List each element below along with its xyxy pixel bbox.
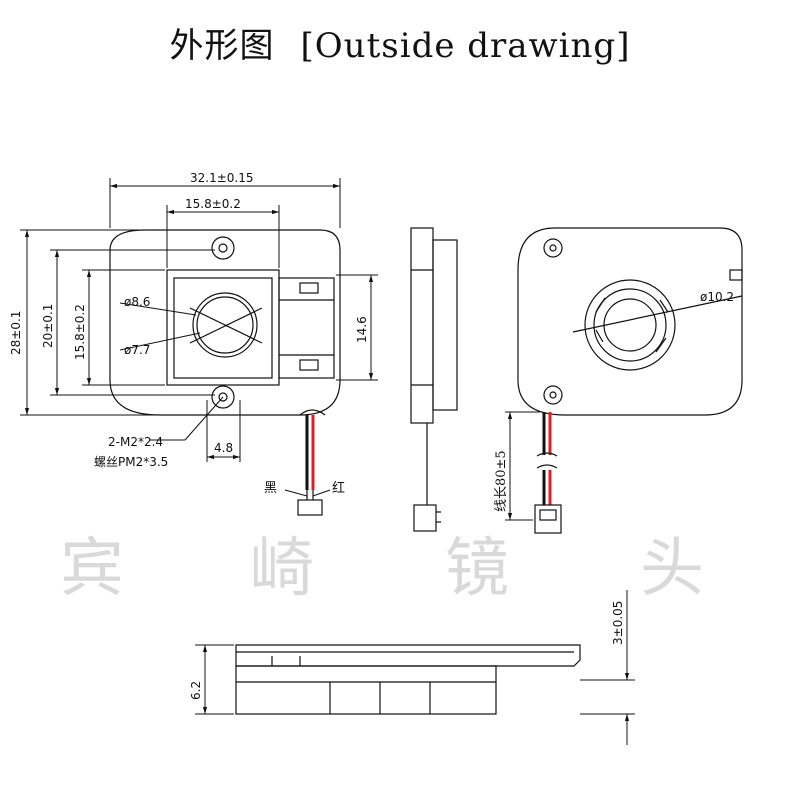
solenoid-slot-bottom	[299, 359, 319, 371]
watermark-char-2: 崎	[250, 532, 314, 606]
side-module	[432, 239, 458, 411]
lens-ring	[192, 292, 258, 358]
watermark-char-3: 镜	[445, 532, 509, 606]
label-red: 红	[332, 480, 345, 496]
back-hole-bottom-inner	[549, 391, 557, 399]
label-lens-dia: ø10.2	[700, 290, 734, 304]
label-width-inner: 15.8±0.2	[185, 197, 241, 211]
back-body-outline	[517, 227, 743, 416]
back-lens-outer	[584, 279, 676, 371]
side-view	[410, 227, 458, 532]
front-dimensions	[20, 178, 378, 462]
label-black: 黑	[264, 481, 277, 496]
back-connector-slot	[539, 509, 557, 521]
leader-lens-dia	[572, 295, 743, 333]
bottom-plate	[235, 644, 581, 667]
leader-black	[284, 489, 308, 497]
solenoid-block	[278, 277, 335, 379]
back-connector	[534, 504, 562, 534]
label-thickness: 6.2	[189, 681, 203, 700]
back-hole-top	[543, 238, 563, 258]
label-height-mid: 20±0.1	[41, 304, 55, 348]
label-screw-1: 2-M2*2.4	[108, 435, 163, 449]
label-screw-2: 螺丝PM2*3.5	[94, 455, 168, 469]
side-body	[410, 227, 434, 424]
label-slot-height: 14.6	[355, 316, 369, 343]
wire-length-dimension	[505, 411, 540, 521]
solenoid-slot-top	[299, 282, 319, 294]
top-ear-circle	[211, 236, 235, 260]
leader-dia-b	[119, 332, 201, 351]
break-mark-2	[536, 464, 558, 469]
label-offset: 4.8	[214, 441, 233, 455]
back-break-marks	[536, 452, 558, 469]
front-connector	[297, 490, 323, 516]
back-lens-inner	[603, 298, 657, 352]
bottom-module	[235, 665, 497, 715]
back-hole-top-inner	[549, 244, 557, 252]
label-height-inner: 15.8±0.2	[73, 304, 87, 360]
back-connector-body	[534, 504, 562, 534]
label-wire-length: 线长80±5	[494, 450, 509, 512]
side-connector	[413, 504, 437, 532]
bottom-ear-circle	[211, 385, 235, 409]
drawing-title: 外形图 [Outside drawing]	[0, 18, 800, 67]
front-view	[109, 229, 341, 416]
lens-cross-2	[189, 307, 263, 344]
wire-exit	[299, 409, 326, 416]
break-mark-1	[536, 452, 558, 457]
bottom-dimensions	[195, 590, 635, 745]
watermark-char-4: 头	[640, 532, 704, 606]
leader-screw	[184, 396, 224, 441]
title-cn: 外形图	[169, 26, 275, 66]
label-step: 3±0.05	[611, 601, 625, 645]
bottom-view	[235, 644, 581, 715]
lens-glass	[196, 296, 254, 354]
back-tab	[729, 269, 743, 281]
back-lens-mid	[593, 288, 667, 362]
bottom-ear-hole	[218, 392, 228, 402]
top-ear-hole	[218, 243, 228, 253]
front-body-outline	[109, 229, 341, 416]
label-width-total: 32.1±0.15	[190, 171, 254, 185]
leader-red	[312, 489, 331, 497]
back-view	[517, 227, 743, 416]
leader-dia-a	[119, 302, 197, 316]
back-wires	[542, 412, 552, 505]
label-dia-a: ø8.6	[124, 295, 150, 309]
lens-frame-inner	[173, 277, 273, 379]
back-hole-bottom	[543, 385, 563, 405]
label-dia-b: ø7.7	[124, 343, 150, 357]
back-lens-ribs	[595, 297, 669, 353]
watermark-char-1: 宾	[60, 532, 124, 606]
label-height-total: 28±0.1	[9, 311, 23, 355]
connector-body	[297, 499, 323, 516]
front-wires	[305, 415, 315, 490]
watermark: 宾 崎 镜 头	[60, 532, 704, 606]
title-en: [Outside drawing]	[300, 26, 631, 66]
